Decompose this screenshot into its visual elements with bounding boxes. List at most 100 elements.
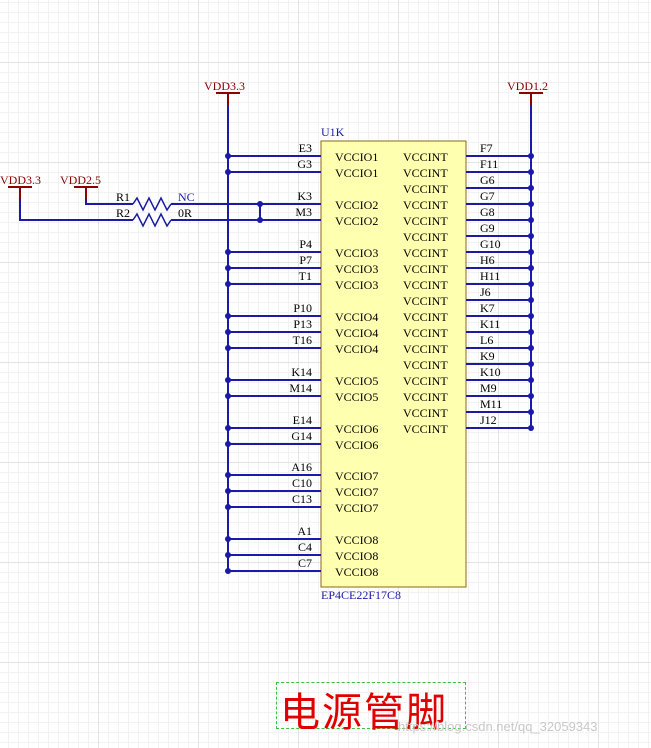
junction-dot <box>225 169 231 175</box>
pin-number: M11 <box>480 397 502 411</box>
junction-dot <box>528 425 534 431</box>
r1-resistor[interactable] <box>132 196 172 212</box>
pin-name: VCCINT <box>403 182 448 196</box>
pin-name: VCCINT <box>403 358 448 372</box>
junction-dot <box>225 313 231 319</box>
junction-dot <box>225 265 231 271</box>
junction-dot <box>225 249 231 255</box>
pin-name: VCCINT <box>403 374 448 388</box>
junction-dot <box>528 329 534 335</box>
pin-name: VCCINT <box>403 214 448 228</box>
pin-name: VCCIO4 <box>335 342 378 356</box>
pin-name: VCCINT <box>403 310 448 324</box>
vdd33-left-power-port[interactable]: VDD3.3 <box>0 173 41 199</box>
pin-name: VCCIO7 <box>335 501 378 515</box>
title-frame <box>276 682 466 729</box>
pin-name: VCCINT <box>403 230 448 244</box>
pin-number: K11 <box>480 317 500 331</box>
pin-number: K14 <box>291 365 312 379</box>
r2-input-wire[interactable] <box>19 199 133 221</box>
vdd33-left-label: VDD3.3 <box>0 173 41 187</box>
junction-dot <box>528 281 534 287</box>
pin-name: VCCIO3 <box>335 246 378 260</box>
ic-body[interactable] <box>320 140 467 588</box>
vdd33-top-label: VDD3.3 <box>204 79 245 93</box>
r2-resistor[interactable] <box>132 212 172 228</box>
junction-dot <box>528 345 534 351</box>
pin-number: P4 <box>299 237 312 251</box>
pin-name: VCCIO6 <box>335 438 378 452</box>
vdd12-power-port[interactable]: VDD1.2 <box>507 79 548 105</box>
watermark: https://blog.csdn.net/qq_32059343 <box>398 719 598 734</box>
r2-value: 0R <box>178 206 192 220</box>
junction-dot <box>528 297 534 303</box>
vdd33-top-power-port[interactable]: VDD3.3 <box>204 79 245 105</box>
component-designator: U1K <box>321 125 345 139</box>
r1-input-wire[interactable] <box>85 199 133 205</box>
pin-number: C7 <box>298 556 312 570</box>
pin-name: VCCINT <box>403 262 448 276</box>
pin-number: C10 <box>292 476 312 490</box>
vdd25-power-port[interactable]: VDD2.5 <box>60 173 101 199</box>
pin-number: P7 <box>299 253 312 267</box>
junction-dot <box>528 201 534 207</box>
pin-number: K7 <box>480 301 495 315</box>
pin-name: VCCIO2 <box>335 214 378 228</box>
pin-number: L6 <box>480 333 493 347</box>
r1-value: NC <box>178 190 195 204</box>
junction-dot <box>225 568 231 574</box>
pin-number: C4 <box>298 540 312 554</box>
junction-dot <box>528 153 534 159</box>
r1-designator: R1 <box>116 190 130 204</box>
junction-dot <box>528 185 534 191</box>
junction-dot <box>528 233 534 239</box>
pin-name: VCCINT <box>403 390 448 404</box>
pin-number: F11 <box>480 157 498 171</box>
pin-number: G9 <box>480 221 495 235</box>
junction-dot <box>528 409 534 415</box>
pin-name: VCCIO7 <box>335 469 378 483</box>
sheet-title: 电源管脚 <box>280 690 448 736</box>
pin-name: VCCINT <box>403 166 448 180</box>
pin-name: VCCINT <box>403 278 448 292</box>
